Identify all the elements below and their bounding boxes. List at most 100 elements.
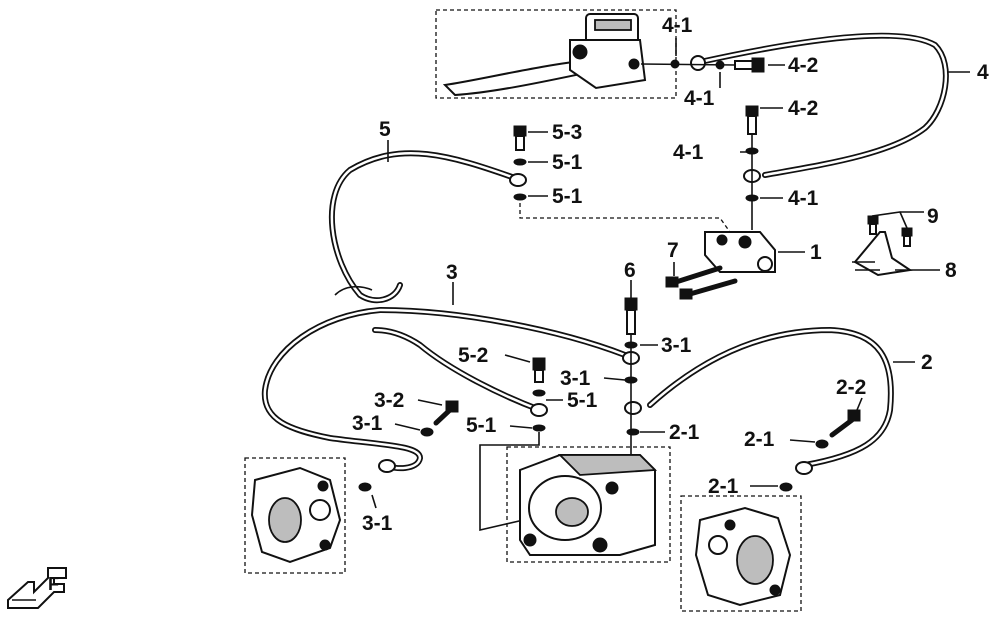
callout-5-1c: 5-1 <box>567 389 598 412</box>
front-caliper-bolt <box>319 539 331 551</box>
hose-4 <box>697 32 949 178</box>
leader-9 <box>871 211 924 229</box>
front-caliper-bore <box>309 499 331 521</box>
bolt-2-2-shank <box>829 417 855 438</box>
front-caliper-group-box <box>244 457 346 574</box>
callout-5-3: 5-3 <box>552 121 582 144</box>
bolt-4-2a-shank <box>734 60 754 70</box>
callout-3-2: 3-2 <box>374 389 404 412</box>
callout-4-1a: 4-1 <box>662 14 693 37</box>
banjo-fitting-5b <box>530 403 548 417</box>
lever-pivot <box>572 44 588 60</box>
washer-3-1d <box>358 482 372 492</box>
bolt-9b-shank <box>903 235 911 247</box>
proportioning-valve <box>704 231 776 273</box>
callout-7: 7 <box>667 239 679 262</box>
front-direction-marker <box>7 567 67 609</box>
brake-master-cylinder <box>442 13 647 97</box>
bolt-7b-head <box>679 288 693 300</box>
washer-2-1a <box>626 428 640 436</box>
bracket-8 <box>852 215 913 277</box>
assembly-guide-5 <box>519 203 731 233</box>
bolt-4-2a-head <box>751 57 765 73</box>
front-caliper-bleeder <box>317 480 329 492</box>
callout-6: 6 <box>624 259 636 282</box>
callout-3-1b: 3-1 <box>560 367 591 390</box>
bolt-4-2b-head <box>745 105 759 117</box>
callout-3: 3 <box>446 261 458 284</box>
abs-top-face <box>557 454 658 476</box>
rear-caliper <box>694 506 792 607</box>
callout-5-2: 5-2 <box>458 344 488 367</box>
bolt-9b-head <box>901 227 913 237</box>
washer-2-1b <box>815 439 829 449</box>
bolt-5-2-head <box>532 357 546 371</box>
leader-lines <box>371 38 970 509</box>
banjo-fitting-5 <box>509 173 527 187</box>
washer-5-1c <box>532 389 546 397</box>
master-cylinder-body <box>569 39 647 90</box>
washer-5-1d <box>532 424 546 432</box>
bolt-5-3-head <box>513 125 527 137</box>
bolt-6-shank <box>626 309 636 335</box>
bolt-5-3-shank <box>515 135 525 151</box>
banjo-fitting-top <box>690 55 706 71</box>
washer-3-1a <box>420 427 434 437</box>
hose-2 <box>647 327 894 468</box>
hose-3 <box>261 307 628 472</box>
rear-caliper-bleeder <box>724 519 736 531</box>
rear-caliper-piston <box>736 535 774 585</box>
bracket-plate <box>853 231 913 277</box>
bolt-2-2-head <box>847 409 861 422</box>
rear-caliper-group-box <box>680 495 802 612</box>
abs-motor-hub <box>555 497 589 527</box>
banjo-fitting-3-front <box>378 459 396 473</box>
callout-4-1b: 4-1 <box>684 87 715 110</box>
rear-caliper-bore <box>708 535 728 555</box>
reservoir-cap <box>594 19 632 31</box>
banjo-port <box>628 58 640 70</box>
callout-4-1c: 4-1 <box>673 141 704 164</box>
front-caliper-piston <box>268 497 302 543</box>
bolt-7a-head <box>665 276 679 288</box>
abs-unit-group-box <box>506 446 671 563</box>
washer-5-1a <box>513 158 527 166</box>
bolt-5-2-shank <box>534 369 544 383</box>
callout-4-2a: 4-2 <box>788 54 818 77</box>
bolt-4-2b-shank <box>747 115 757 135</box>
callout-5-1a: 5-1 <box>552 151 583 174</box>
callout-4-2b: 4-2 <box>788 97 818 120</box>
rear-caliper-bolt <box>769 584 781 596</box>
abs-mount-b <box>592 537 608 553</box>
bolt-6-head <box>624 297 638 311</box>
direction-arrow-shape <box>7 567 67 609</box>
banjo-axis-line <box>640 63 736 66</box>
abs-mount-a <box>523 533 537 547</box>
valve-port-a <box>716 234 728 246</box>
callout-4-1d: 4-1 <box>788 187 819 210</box>
callout-8: 8 <box>945 259 957 282</box>
hose-bend-mark <box>334 285 373 296</box>
abs-port <box>605 481 619 495</box>
washer-5-1b <box>513 193 527 201</box>
callout-5: 5 <box>379 118 391 141</box>
bolt-3-2-head <box>445 400 459 413</box>
bolt-9a-head <box>867 215 879 225</box>
hose-5-lower <box>372 327 543 413</box>
callout-3-1a: 3-1 <box>661 334 692 357</box>
bolt-9a-shank <box>869 223 877 235</box>
callout-2-1c: 2-1 <box>708 475 739 498</box>
hose-5 <box>328 150 518 304</box>
front-caliper <box>250 466 342 564</box>
washer-2-1c <box>779 482 793 492</box>
callout-2-2: 2-2 <box>836 376 866 399</box>
valve-port-c <box>757 256 773 272</box>
callout-1: 1 <box>810 241 822 264</box>
callout-3-1d: 3-1 <box>362 512 393 535</box>
banjo-fitting-2 <box>624 401 642 415</box>
direction-marker-label: F <box>48 574 59 594</box>
callout-2: 2 <box>921 351 933 374</box>
mounting-bolts-7 <box>665 265 738 300</box>
banjo-fitting-2-rear <box>795 461 813 475</box>
abs-modulator <box>519 454 658 556</box>
